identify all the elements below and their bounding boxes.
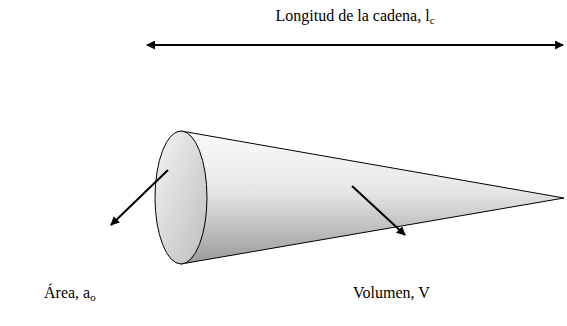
volume-label: Volumen, V [353,283,430,302]
volume-arrow [352,186,405,235]
cone-base [155,131,207,264]
cone-body [181,131,564,264]
length-arrow [147,44,563,46]
area-label: Área, ao [44,283,96,302]
area-arrow [111,170,168,225]
dimension-label: Longitud de la cadena, lc [275,6,434,25]
